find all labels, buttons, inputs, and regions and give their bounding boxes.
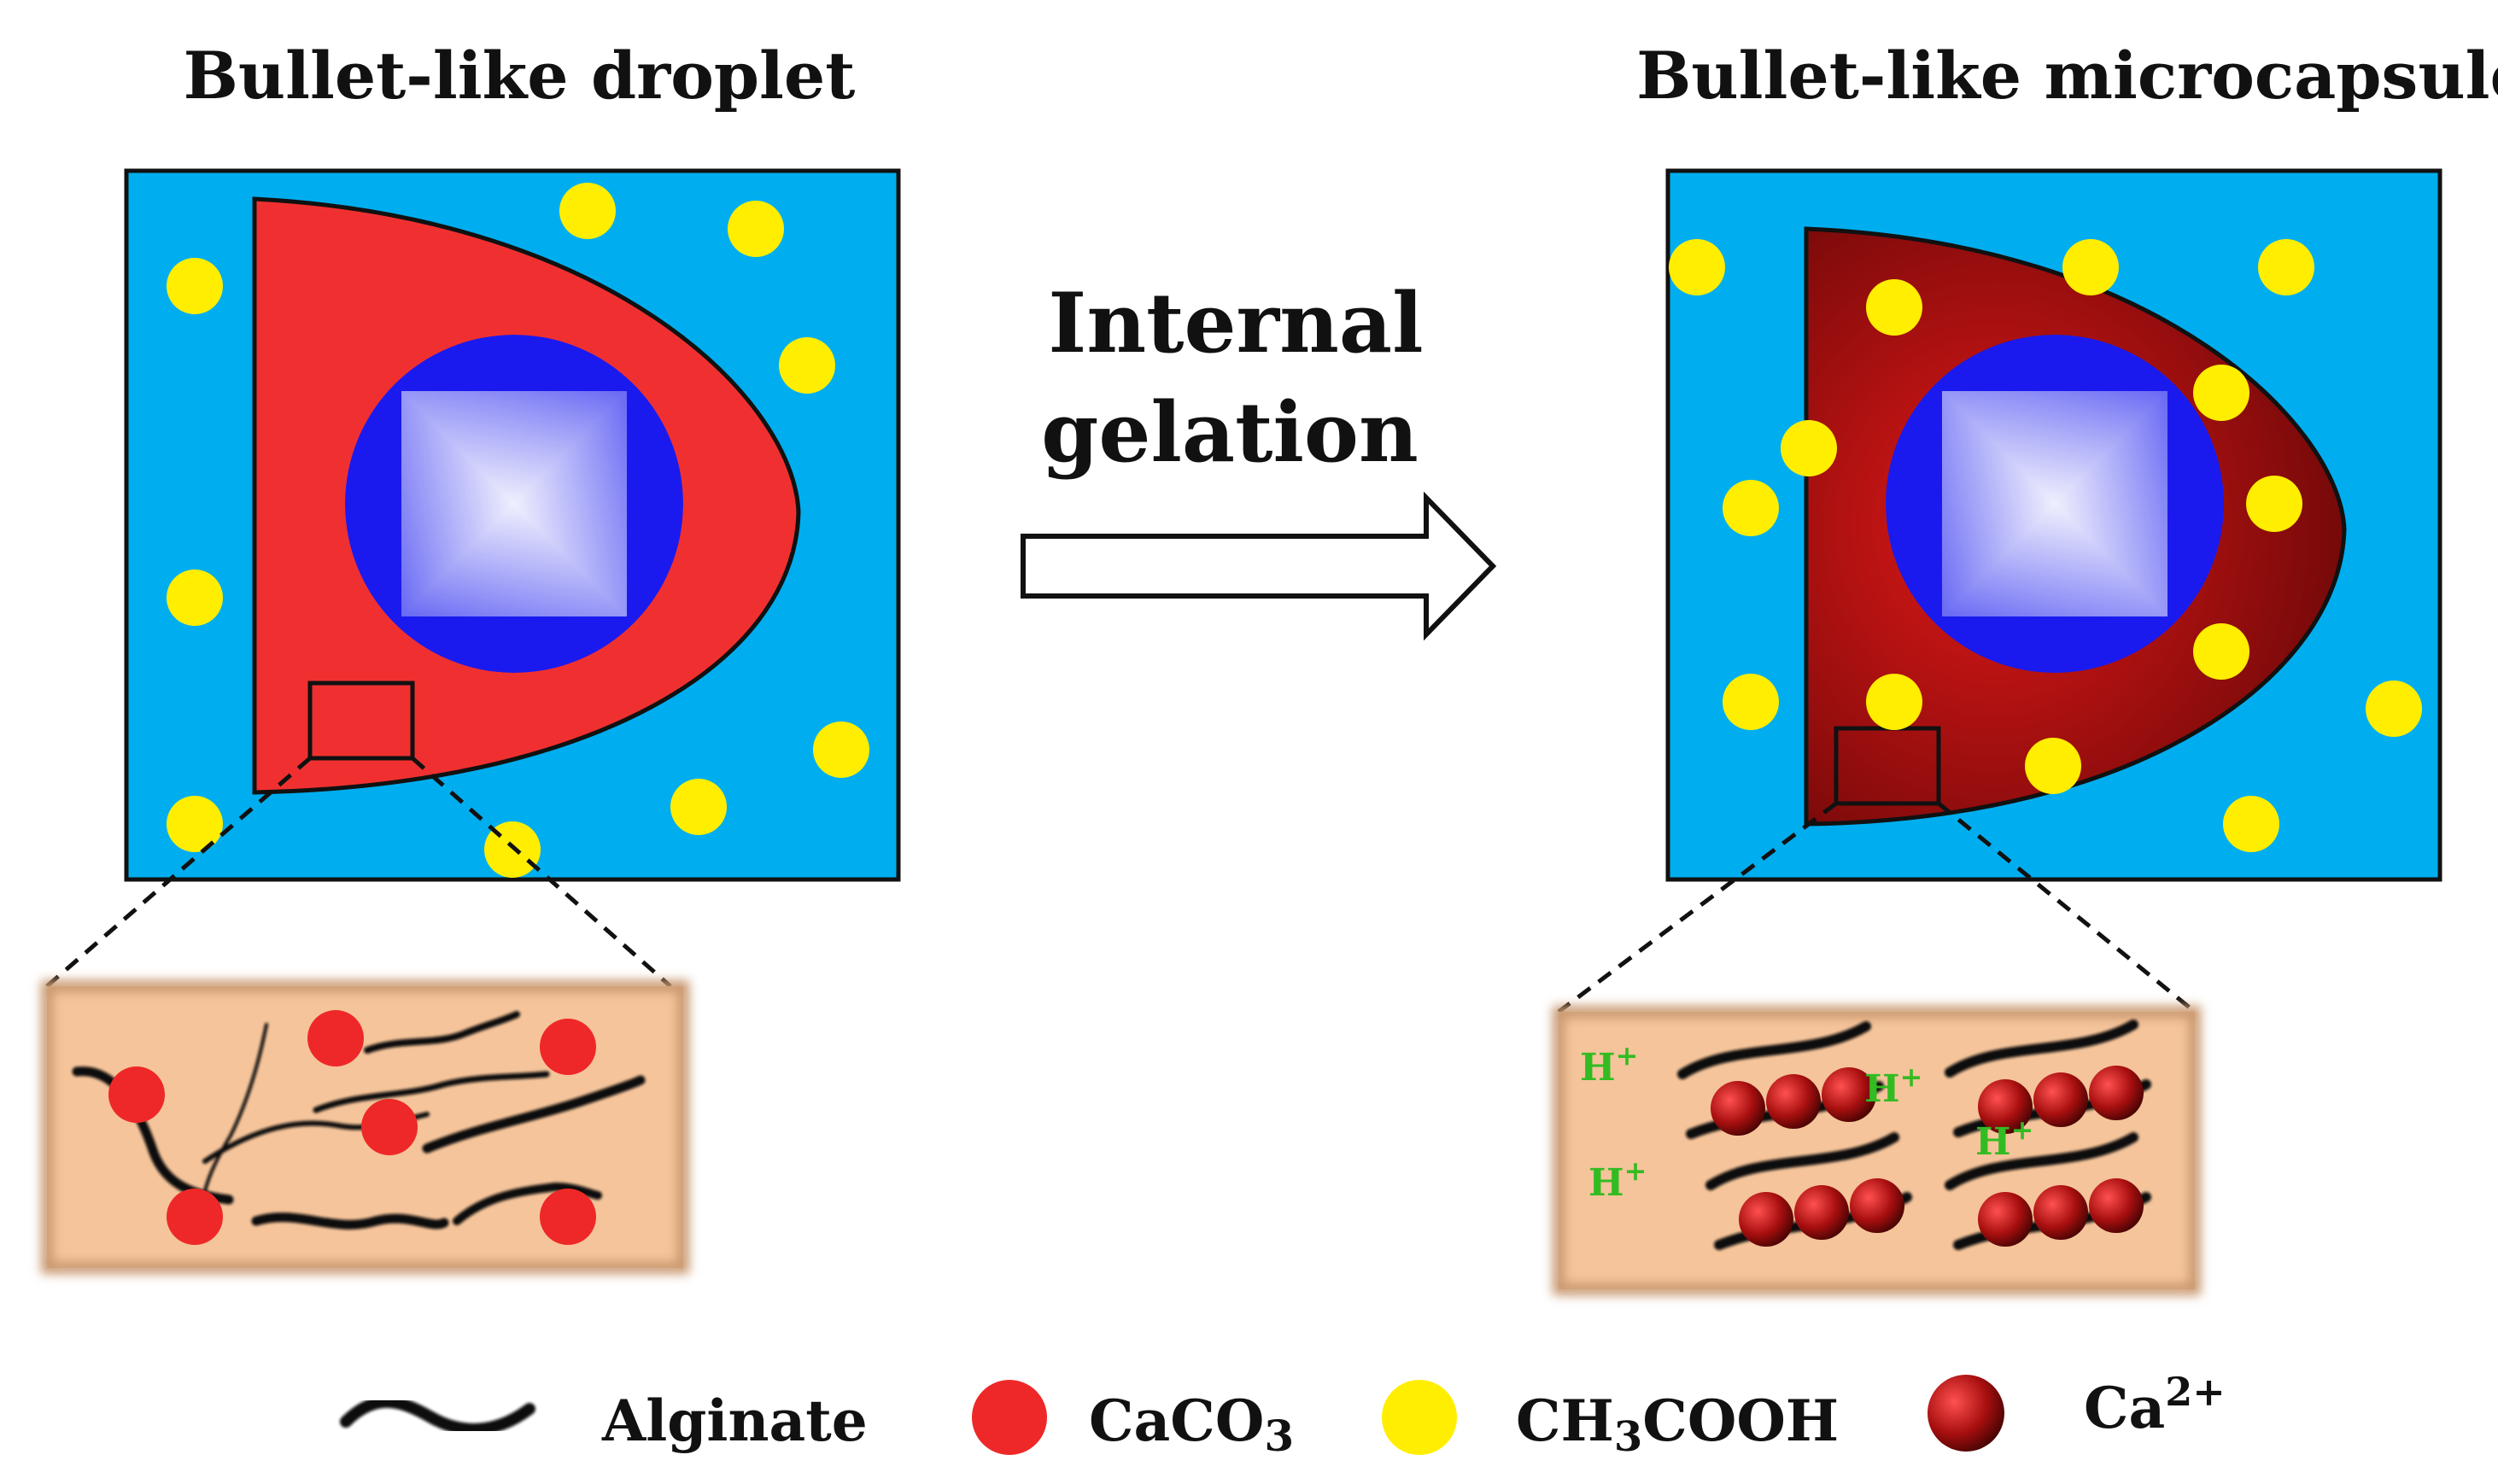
legend-alginate-swatch bbox=[340, 1395, 535, 1435]
acid-particle bbox=[1723, 480, 1779, 536]
caco3-particle bbox=[307, 1010, 364, 1066]
left-panel-title: Bullet-like droplet bbox=[184, 38, 856, 114]
legend-acid-label: CH3COOH bbox=[1516, 1388, 1839, 1461]
calcium-bead bbox=[1850, 1178, 1904, 1233]
legend-acid-sub: 3 bbox=[1614, 1413, 1642, 1461]
acid-particle bbox=[167, 258, 223, 314]
calcium-bead bbox=[1711, 1081, 1765, 1136]
calcium-bead bbox=[2089, 1066, 2144, 1120]
acid-particle bbox=[2193, 365, 2249, 421]
acid-particle bbox=[813, 722, 869, 778]
right-panel bbox=[1665, 168, 2442, 882]
legend-acid-b: COOH bbox=[1642, 1388, 1839, 1454]
acid-particle bbox=[559, 183, 616, 239]
calcium-bead bbox=[1978, 1192, 2033, 1247]
acid-particle bbox=[1866, 674, 1922, 730]
proton-label: H+ bbox=[1975, 1113, 2033, 1164]
acid-particle bbox=[167, 570, 223, 626]
legend-calcium-main: Ca bbox=[2084, 1375, 2165, 1441]
legend-calcium-sup: 2+ bbox=[2165, 1369, 2226, 1415]
calcium-bead bbox=[1822, 1067, 1876, 1122]
alginate-chain bbox=[1677, 1021, 1871, 1079]
calcium-bead bbox=[1978, 1079, 2033, 1134]
acid-particle bbox=[1723, 674, 1779, 730]
alginate-chain bbox=[1945, 1020, 2138, 1078]
legend-caco3-sub: 3 bbox=[1264, 1411, 1294, 1461]
alginate-chain bbox=[251, 1212, 449, 1230]
core-right bbox=[1886, 335, 2224, 673]
legend-alginate-label: Alginate bbox=[601, 1388, 868, 1454]
legend-calcium-swatch bbox=[1928, 1375, 2004, 1452]
legend-acid-a: CH bbox=[1516, 1388, 1614, 1454]
acid-particle bbox=[2246, 476, 2302, 532]
caco3-particle bbox=[167, 1189, 223, 1245]
connector-right-b bbox=[1937, 802, 2197, 1014]
alginate-chain bbox=[453, 1182, 602, 1225]
connector-right-a bbox=[1557, 802, 1838, 1014]
acid-particle bbox=[728, 201, 784, 257]
acid-particle bbox=[670, 779, 727, 835]
acid-particle bbox=[2223, 796, 2279, 852]
calcium-bead bbox=[2089, 1178, 2144, 1233]
legend-acid-swatch bbox=[1382, 1380, 1457, 1455]
calcium-bead bbox=[2033, 1072, 2088, 1127]
legend-caco3-main: CaCO bbox=[1089, 1388, 1264, 1454]
alginate-chain bbox=[364, 1011, 520, 1054]
core-left bbox=[345, 335, 683, 673]
caco3-particles-left bbox=[108, 1010, 596, 1245]
alginate-chain bbox=[1705, 1132, 1899, 1190]
caco3-particle bbox=[540, 1019, 596, 1075]
acid-particle bbox=[2258, 239, 2314, 295]
acid-particle bbox=[2062, 239, 2119, 295]
connector-left-b bbox=[411, 757, 672, 988]
acetic-acid-particles-left bbox=[167, 183, 869, 878]
acetic-acid-particles-right bbox=[1669, 239, 2422, 852]
inset-droplet-interior bbox=[41, 980, 689, 1274]
proton-label: H+ bbox=[1864, 1060, 1922, 1111]
legend-caco3-label: CaCO3 bbox=[1089, 1388, 1294, 1461]
legend-calcium-label: Ca2+ bbox=[2084, 1369, 2226, 1441]
acid-particle bbox=[1669, 239, 1725, 295]
connector-left-a bbox=[45, 757, 312, 988]
acid-particle bbox=[167, 796, 223, 852]
left-panel bbox=[124, 168, 901, 882]
acid-particle bbox=[2025, 738, 2081, 794]
calcium-bead bbox=[1794, 1185, 1849, 1240]
calcium-bead bbox=[1739, 1192, 1793, 1247]
alginate-chain bbox=[313, 1071, 550, 1113]
right-panel-title: Bullet-like microcapsule bbox=[1636, 38, 2498, 114]
inset-microcapsule-interior: H+ H+ H+ H+ bbox=[1553, 1006, 2201, 1295]
caco3-particle bbox=[108, 1066, 165, 1123]
caco3-particle bbox=[361, 1099, 418, 1155]
alginate-chain bbox=[203, 1023, 268, 1193]
alginate-chain bbox=[422, 1075, 646, 1154]
acid-particle bbox=[779, 337, 835, 394]
process-label-line1: Internal bbox=[1048, 275, 1423, 371]
hollow-right-arrow-icon bbox=[1021, 491, 1497, 641]
process-label-line2: gelation bbox=[1041, 384, 1419, 481]
proton-label: H+ bbox=[1588, 1154, 1647, 1205]
calcium-bead bbox=[2033, 1185, 2088, 1240]
proton-label: H+ bbox=[1580, 1039, 1638, 1090]
calcium-bead bbox=[1766, 1074, 1821, 1129]
calcium-ion-beads bbox=[1711, 1066, 2144, 1247]
legend-caco3-swatch bbox=[972, 1380, 1047, 1455]
acid-particle bbox=[2366, 681, 2422, 737]
proton-labels: H+ H+ H+ H+ bbox=[1580, 1039, 2033, 1205]
legend: Alginate CaCO3 CH3COOH Ca2+ bbox=[340, 1369, 2226, 1461]
caco3-particle bbox=[540, 1189, 596, 1245]
zoom-box-left bbox=[307, 681, 415, 761]
acid-particle bbox=[2193, 623, 2249, 680]
acid-particle bbox=[1781, 420, 1837, 476]
zoom-connectors bbox=[45, 757, 2197, 1014]
alginate-chain bbox=[1945, 1132, 2138, 1190]
acid-particle bbox=[1866, 279, 1922, 336]
